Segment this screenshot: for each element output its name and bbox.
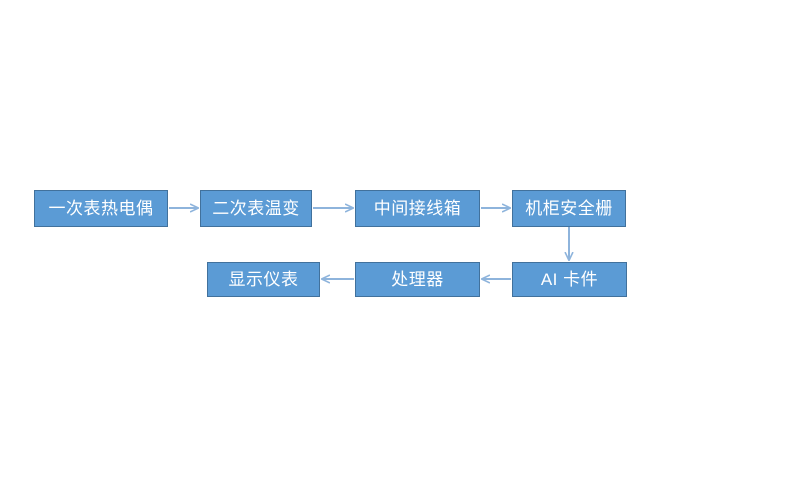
node-primary-thermocouple[interactable]: 一次表热电偶 xyxy=(34,190,168,227)
node-ai-card[interactable]: AI 卡件 xyxy=(512,262,627,297)
node-label: AI 卡件 xyxy=(540,270,599,289)
node-label: 机柜安全栅 xyxy=(525,199,613,218)
node-secondary-transmitter[interactable]: 二次表温变 xyxy=(200,190,312,227)
node-label: 中间接线箱 xyxy=(373,199,462,218)
node-display-instrument[interactable]: 显示仪表 xyxy=(207,262,320,297)
node-label: 二次表温变 xyxy=(212,199,300,218)
node-label: 一次表热电偶 xyxy=(48,199,154,218)
node-processor[interactable]: 处理器 xyxy=(355,262,480,297)
node-cabinet-safety-barrier[interactable]: 机柜安全栅 xyxy=(512,190,626,227)
node-label: 显示仪表 xyxy=(228,270,299,289)
node-label: 处理器 xyxy=(391,270,444,289)
node-junction-box[interactable]: 中间接线箱 xyxy=(355,190,480,227)
